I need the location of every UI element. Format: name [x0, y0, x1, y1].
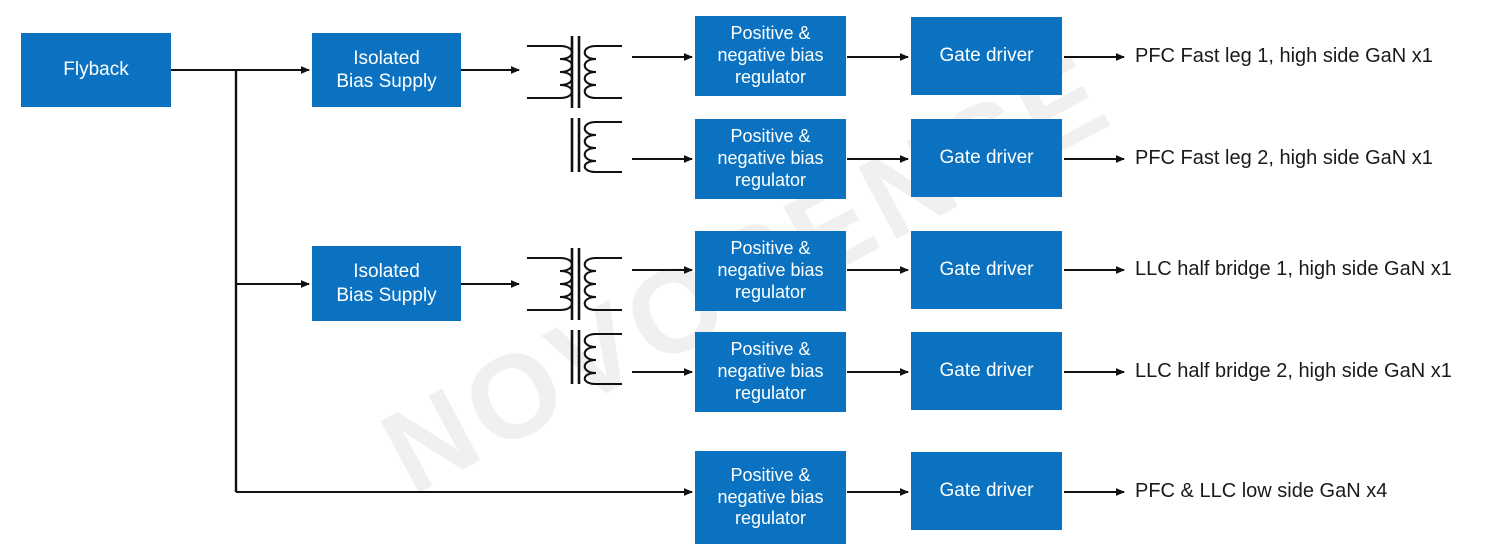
block-gate-driver-4[interactable]: Gate driver [911, 332, 1062, 410]
transformer-2 [527, 248, 622, 386]
outcome-label-2: PFC Fast leg 2, high side GaN x1 [1135, 147, 1433, 169]
transformer-1-secondary-a-coil [583, 44, 597, 100]
block-gate-driver-3-label: Gate driver [939, 259, 1034, 281]
block-gate-driver-2-label: Gate driver [939, 147, 1034, 169]
block-gate-driver-5[interactable]: Gate driver [911, 452, 1062, 530]
transformer-2-secondary-a-coil [583, 256, 597, 312]
outcome-label-5: PFC & LLC low side GaN x4 [1135, 480, 1388, 502]
outcome-label-3: LLC half bridge 1, high side GaN x1 [1135, 258, 1452, 280]
transformer-1-primary-coil [559, 44, 574, 100]
transformer-1 [527, 36, 622, 174]
outcome-label-1: PFC Fast leg 1, high side GaN x1 [1135, 45, 1433, 67]
block-gate-driver-5-label: Gate driver [939, 480, 1034, 502]
block-gate-driver-1-label: Gate driver [939, 45, 1034, 67]
transformer-2-primary-coil [559, 256, 574, 312]
block-flyback[interactable]: Flyback [21, 33, 171, 107]
block-gate-driver-4-label: Gate driver [939, 360, 1034, 382]
block-flyback-label: Flyback [63, 59, 129, 81]
transformer-2-secondary-b-coil [583, 332, 597, 386]
block-gate-driver-2[interactable]: Gate driver [911, 119, 1062, 197]
outcome-label-4: LLC half bridge 2, high side GaN x1 [1135, 360, 1452, 382]
transformer-1-secondary-b-coil [583, 120, 597, 174]
block-gate-driver-1[interactable]: Gate driver [911, 17, 1062, 95]
block-gate-driver-3[interactable]: Gate driver [911, 231, 1062, 309]
